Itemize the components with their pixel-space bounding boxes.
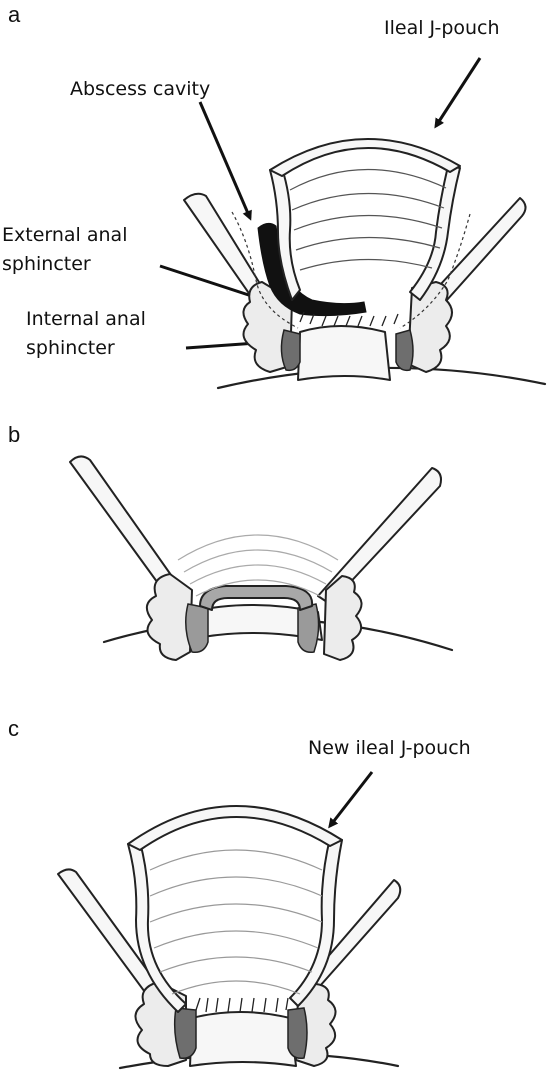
panel-c: c New ileal J-pouch — [8, 716, 471, 1068]
anal-canal-a — [298, 326, 390, 380]
new-pouch-right-wall-c — [290, 838, 342, 1006]
label-ileal-j-pouch: Ileal J-pouch — [384, 17, 500, 39]
label-internal-anal-line2: sphincter — [26, 337, 115, 359]
right-internal-sphincter-b — [298, 604, 319, 652]
panel-b-letter: b — [8, 422, 20, 447]
label-external-anal-line1: External anal — [2, 224, 127, 246]
left-internal-sphincter-c — [175, 1008, 196, 1058]
pouch-top-a — [270, 139, 460, 176]
panel-b: b — [8, 422, 452, 660]
anastomosis-sutures-c — [196, 998, 288, 1012]
right-internal-sphincter-a — [396, 330, 413, 370]
left-internal-sphincter-a — [281, 330, 300, 370]
pouch-folds-a — [290, 169, 446, 270]
new-pouch-top-c — [128, 806, 342, 850]
right-external-sphincter-b — [324, 576, 362, 660]
panel-a-letter: a — [8, 2, 21, 27]
anal-canal-c — [190, 1012, 296, 1066]
panel-a: a Ileal J-pouch Abscess cavity External … — [2, 2, 545, 388]
panel-c-letter: c — [8, 716, 19, 741]
left-internal-sphincter-b — [186, 604, 208, 652]
right-internal-sphincter-c — [288, 1008, 307, 1058]
new-pouch-folds-c — [150, 850, 322, 994]
arrow-new-pouch — [330, 772, 372, 826]
label-abscess-cavity: Abscess cavity — [70, 78, 210, 100]
label-internal-anal-line1: Internal anal — [26, 308, 146, 330]
label-new-ileal-j-pouch: New ileal J-pouch — [308, 737, 471, 759]
label-external-anal-line2: sphincter — [2, 253, 91, 275]
arrow-ileal-pouch — [436, 58, 480, 126]
